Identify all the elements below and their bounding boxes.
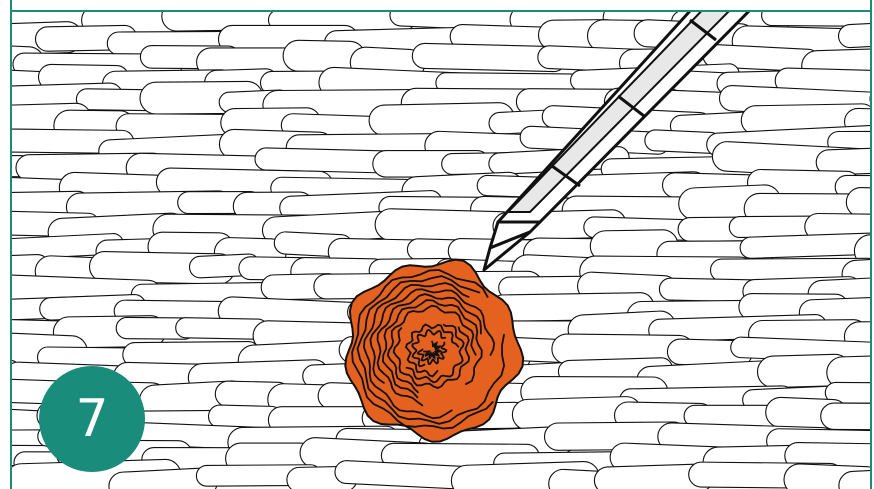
- skin-cell: [821, 403, 874, 430]
- frame-border-right: [870, 0, 874, 489]
- step-badge: 7: [39, 366, 145, 472]
- skin-cell: [740, 233, 874, 259]
- frame-border-left: [0, 0, 12, 489]
- frame-border-top: [0, 0, 874, 12]
- step-number: 7: [75, 393, 108, 445]
